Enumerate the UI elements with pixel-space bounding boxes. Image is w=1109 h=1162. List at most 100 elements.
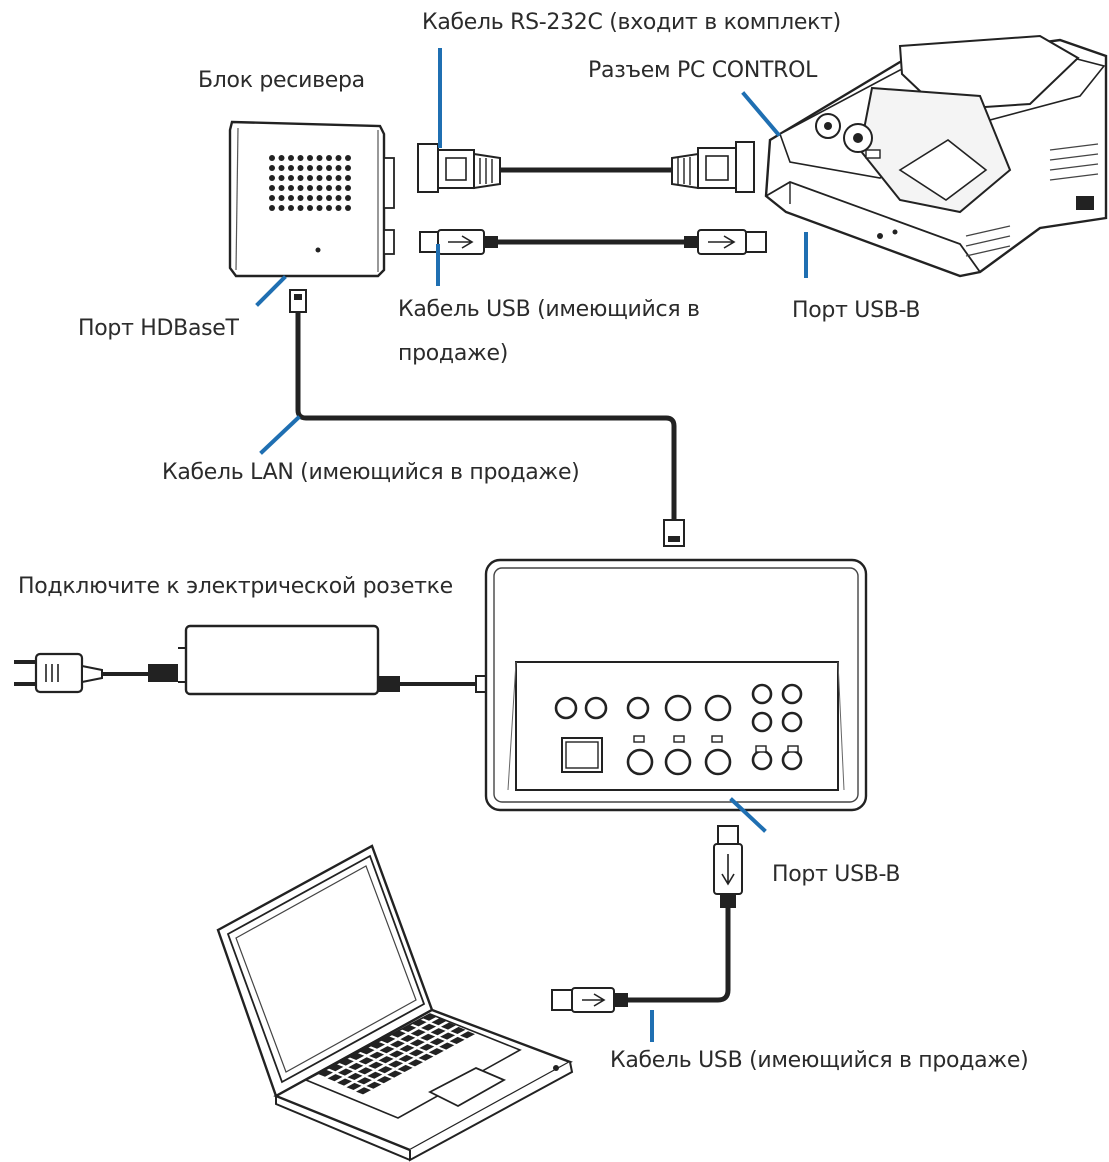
vent-hole (288, 205, 294, 211)
panel-knob (751, 683, 773, 705)
vent-hole (297, 205, 304, 211)
vent-hole (269, 175, 275, 181)
usb-cable-bottom (551, 825, 743, 1013)
keyboard-key (357, 1067, 373, 1075)
keyboard-key (366, 1081, 382, 1089)
keyboard-key (377, 1066, 393, 1074)
label-hdbaset-port: Порт HDBaseT (78, 316, 239, 341)
vent-hole (307, 195, 313, 201)
vent-hole (288, 185, 294, 191)
keyboard-key (401, 1024, 417, 1032)
vent-hole (278, 175, 285, 181)
keyboard-key (431, 1018, 447, 1026)
keyboard-key (449, 1036, 465, 1044)
keyboard-key (429, 1038, 445, 1046)
label-pc-control-connector: Разъем PC CONTROL (588, 58, 818, 83)
vent-hole (297, 165, 304, 171)
panel-knob (781, 711, 803, 733)
vent-holes (269, 155, 351, 211)
keyboard-key (348, 1062, 364, 1070)
keyboard-key (440, 1032, 456, 1040)
vent-hole (297, 175, 304, 181)
keyboard-key (389, 1040, 405, 1048)
usb-cable-top (419, 229, 767, 255)
panel-knob (664, 694, 692, 722)
vent-hole (326, 175, 332, 181)
leader-pc-control (741, 91, 781, 137)
keyboard-key (430, 1028, 446, 1036)
laptop-icon (216, 844, 574, 1162)
vent-hole (288, 155, 294, 161)
keyboard-key (367, 1071, 383, 1079)
vent-hole (307, 185, 313, 191)
panel-knob (781, 683, 803, 705)
keyboard-key (380, 1036, 396, 1044)
keyboard-key (356, 1087, 371, 1095)
keyboard-key (359, 1047, 375, 1055)
keyboard-key (441, 1022, 456, 1030)
panel-knob (584, 696, 608, 720)
receiver-unit-icon (228, 120, 395, 313)
keyboard-key (398, 1054, 414, 1062)
keyboard-key (338, 1058, 354, 1066)
keyboard-key (421, 1023, 437, 1031)
label-usb-cable-bottom: Кабель USB (имеющийся в продаже) (610, 1048, 1029, 1073)
panel-knob (664, 748, 692, 776)
vent-hole (278, 195, 285, 201)
vent-hole (316, 165, 323, 171)
rs232-connector-icon (417, 143, 501, 193)
rs232-cable (417, 141, 755, 193)
leader-hdbaset (255, 275, 287, 307)
panel-led (673, 735, 685, 743)
vent-hole (316, 195, 323, 201)
vent-hole (326, 165, 332, 171)
keyboard-key (418, 1053, 434, 1061)
lan-cable (295, 312, 685, 547)
label-usb-b-port-projector: Порт USB-B (792, 298, 921, 323)
vent-hole (345, 185, 351, 191)
leader-lan-cable (259, 415, 301, 455)
leader-lines (255, 48, 808, 1042)
keyboard-key (337, 1068, 353, 1076)
vent-hole (316, 155, 323, 161)
vent-hole (297, 155, 304, 161)
label-receiver-unit: Блок ресивера (198, 68, 365, 93)
power-plug-icon (14, 652, 103, 694)
vent-hole (307, 165, 313, 171)
label-lan-cable: Кабель LAN (имеющийся в продаже) (162, 460, 580, 485)
keyboard-key (450, 1026, 466, 1034)
keyboard-key (422, 1013, 437, 1021)
keyboard-key (327, 1074, 343, 1082)
projector-icon (764, 34, 1108, 278)
keyboard-key (399, 1044, 415, 1052)
power-adapter-icon (178, 624, 380, 696)
keyboard-key (349, 1052, 365, 1060)
keyboard-key (368, 1061, 384, 1069)
usb-plug-icon (419, 229, 498, 255)
label-usb-cable-top: Кабель USB (имеющийся в продаже) (398, 297, 700, 366)
vent-hole (269, 165, 275, 171)
keyboard-key (419, 1043, 435, 1051)
keyboard-key (328, 1064, 344, 1072)
vent-hole (297, 185, 304, 191)
panel-knob (626, 696, 650, 720)
panel-led (633, 735, 645, 743)
keyboard-key (387, 1070, 403, 1078)
vent-hole (335, 155, 342, 161)
panel-knob (781, 749, 803, 771)
vent-hole (345, 155, 351, 161)
vent-hole (269, 195, 275, 201)
vent-hole (345, 205, 351, 211)
keyboard-key (411, 1019, 427, 1027)
vent-hole (288, 175, 294, 181)
panel-knob (626, 748, 654, 776)
keyboard-key (390, 1030, 406, 1038)
panel-knob (704, 748, 732, 776)
vent-hole (345, 175, 351, 181)
keyboard-key (370, 1041, 385, 1049)
vent-hole (316, 205, 323, 211)
vent-hole (345, 195, 351, 201)
panel-led (711, 735, 723, 743)
keyboard-keys (318, 1013, 475, 1095)
vent-hole (335, 185, 342, 191)
